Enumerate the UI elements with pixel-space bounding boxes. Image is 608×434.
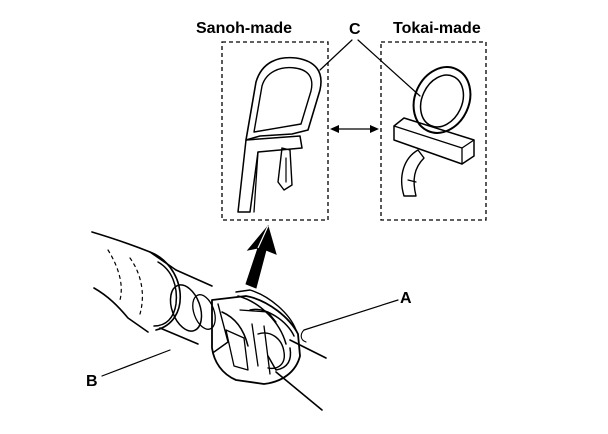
hose-drawing <box>91 231 181 333</box>
callout-c-label: C <box>349 21 361 38</box>
comparison-arrow <box>330 125 379 133</box>
sanoh-clip-drawing <box>237 56 322 213</box>
callout-a-label: A <box>400 290 412 307</box>
callout-b <box>101 349 171 377</box>
tokai-clip-drawing <box>393 66 475 197</box>
sanoh-detail-frame <box>221 41 329 221</box>
connector-drawing <box>159 269 327 411</box>
callout-a <box>300 299 399 343</box>
tokai-made-label: Tokai-made <box>393 20 481 37</box>
tokai-detail-frame <box>380 41 487 221</box>
callout-b-label: B <box>86 373 98 390</box>
removal-direction-arrow <box>245 224 277 289</box>
callout-c-leaders <box>319 39 421 97</box>
sanoh-made-label: Sanoh-made <box>196 20 292 37</box>
